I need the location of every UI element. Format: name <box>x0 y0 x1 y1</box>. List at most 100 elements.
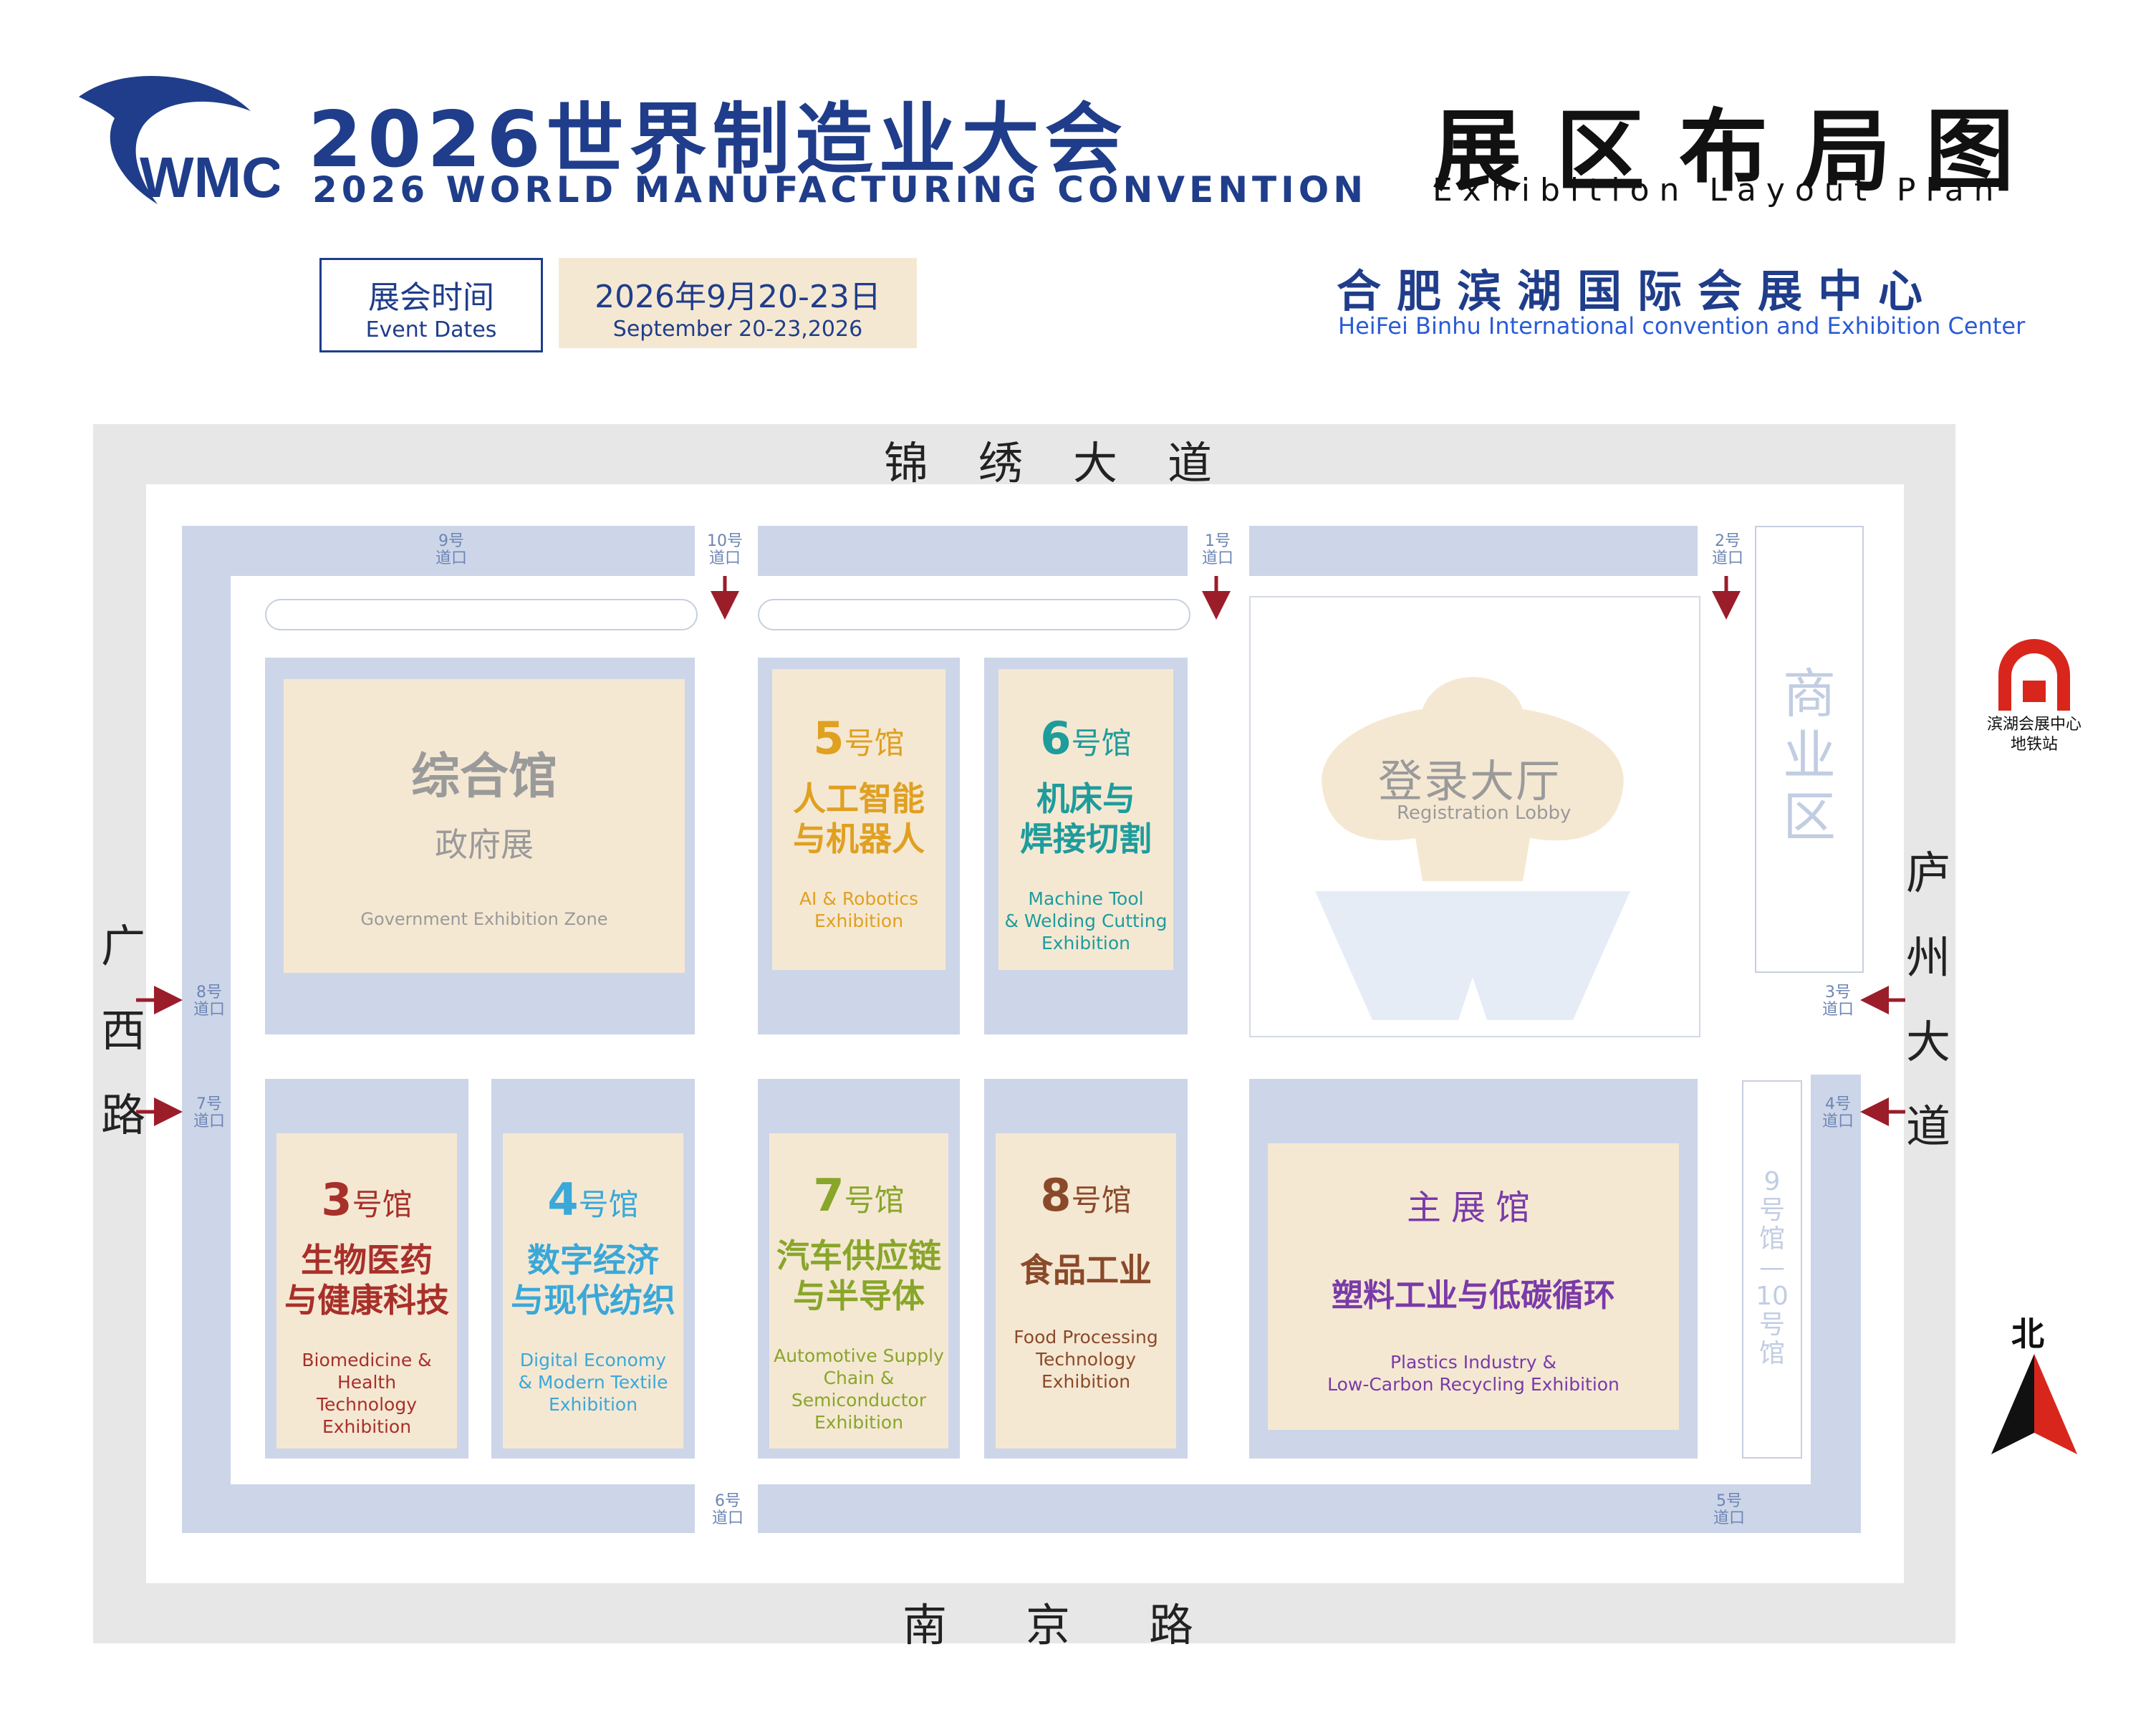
general-hall-en: Government Exhibition Zone <box>360 909 608 929</box>
main-hall: 主展馆 塑料工业与低碳循环 Plastics Industry &Low-Car… <box>1268 1143 1679 1430</box>
hall5-en-line: AI & Robotics <box>799 888 919 909</box>
hall5-en-line: Exhibition <box>814 911 904 931</box>
hall5-cn-line: 人工智能 <box>793 779 925 818</box>
hall3-cn-line: 与健康科技 <box>284 1281 449 1320</box>
event-dates-value: 2026年9月20-23日 September 20-23,2026 <box>559 258 917 348</box>
hall4-en-line: & Modern Textile <box>518 1372 668 1393</box>
hall4-en-line: Digital Economy <box>519 1350 667 1370</box>
metro-icon <box>1991 639 2077 711</box>
gate-1-num: 1号 <box>1205 532 1231 550</box>
hall9-10-label: 9 号 馆 — 10 号 馆 <box>1743 1168 1801 1368</box>
gate-10: 10号道口 <box>703 533 746 567</box>
gate-10-text: 道口 <box>708 549 741 567</box>
hall9-10-char: 号 <box>1758 1310 1785 1340</box>
gate-5-text: 道口 <box>1713 1509 1745 1527</box>
wmc-logo: WMC <box>72 68 283 209</box>
commercial-char: 商 <box>1783 663 1836 725</box>
road-east-char: 州 <box>1905 931 1950 984</box>
hall5-cn: 人工智能与机器人 <box>793 779 925 859</box>
hall9-10-char: 馆 <box>1758 1339 1785 1368</box>
dates-value-en: September 20-23,2026 <box>612 317 863 342</box>
gate-2-text: 道口 <box>1711 549 1743 567</box>
gate-3-text: 道口 <box>1821 1001 1854 1019</box>
gate-2: 2号道口 <box>1706 533 1749 567</box>
dates-label-en: Event Dates <box>365 317 497 342</box>
corridor-north-east <box>1249 526 1698 576</box>
hall7-en-line: Exhibition <box>814 1412 904 1433</box>
hall3-en-line: Technology Exhibition <box>316 1394 418 1437</box>
hall3-num: 3 <box>321 1173 352 1226</box>
hall5-suffix: 号馆 <box>844 726 905 761</box>
hall5-number: 5号馆 <box>813 712 904 764</box>
hall4-cn-line: 与现代纺织 <box>511 1281 675 1320</box>
hall7-cn-line: 与半导体 <box>793 1277 925 1315</box>
gate-7-num: 7号 <box>196 1095 222 1113</box>
logo-text: WMC <box>140 145 279 208</box>
lobby-fan <box>1251 877 1695 1020</box>
hall7-cn: 汽车供应链与半导体 <box>776 1236 941 1316</box>
gate-8-num: 8号 <box>196 984 222 1001</box>
general-hall-sub: 政府展 <box>435 825 534 864</box>
gate-7: 7号道口 <box>188 1096 231 1130</box>
gate-5-num: 5号 <box>1716 1492 1742 1510</box>
metro-label: 滨湖会展中心 地铁站 <box>1970 715 2099 755</box>
hall8-cn: 食品工业 <box>1020 1250 1152 1290</box>
road-east-char: 道 <box>1905 1100 1950 1153</box>
hall7-suffix: 号馆 <box>844 1183 905 1218</box>
gate-8: 8号道口 <box>188 984 231 1019</box>
road-north: 锦绣大道 <box>884 437 1263 489</box>
hall5-num: 5 <box>813 712 844 764</box>
hall8-en-line: Technology Exhibition <box>1035 1349 1137 1392</box>
gate-3: 3号道口 <box>1816 984 1859 1019</box>
road-east: 庐 州 大 道 <box>1900 831 1957 1169</box>
road-east-char: 大 <box>1905 1016 1950 1068</box>
gate-9: 9号道口 <box>430 533 473 567</box>
hall7-en-line: Automotive Supply <box>774 1345 944 1366</box>
canopy-strip-mid <box>758 599 1190 630</box>
event-dates-label: 展会时间 Event Dates <box>319 258 543 352</box>
corridor-south-east <box>758 1484 1861 1533</box>
gate-1: 1号道口 <box>1196 533 1239 567</box>
hall3-number: 3号馆 <box>321 1173 412 1226</box>
north-arrow-icon <box>1984 1354 2084 1461</box>
hall7-num: 7 <box>813 1169 844 1221</box>
hall8-suffix: 号馆 <box>1071 1183 1132 1218</box>
hall6-cn-line: 机床与 <box>1036 779 1135 818</box>
gate-9-text: 道口 <box>435 549 467 567</box>
dates-value-cn: 2026年9月20-23日 <box>595 279 881 315</box>
hall8-cn-line: 食品工业 <box>1020 1251 1152 1289</box>
road-east-char: 庐 <box>1905 847 1950 899</box>
hall9-10-char: 10 <box>1756 1282 1789 1311</box>
hall4-cn: 数字经济与现代纺织 <box>511 1240 675 1320</box>
corridor-north-mid <box>758 526 1188 576</box>
hall-6: 6号馆 机床与焊接切割 Machine Tool& Welding Cuttin… <box>998 669 1173 970</box>
hall6-num: 6 <box>1040 712 1072 764</box>
gate-6: 6号道口 <box>706 1493 749 1527</box>
hall7-en-line: Chain & Semiconductor <box>791 1368 927 1411</box>
corridor-south-west <box>182 1484 695 1533</box>
hall6-cn-line: 焊接切割 <box>1020 820 1152 858</box>
hall7-cn-line: 汽车供应链 <box>776 1236 941 1275</box>
gate-9-num: 9号 <box>438 532 464 550</box>
road-south: 南京路 <box>903 1599 1273 1651</box>
gate-4-text: 道口 <box>1821 1113 1854 1130</box>
gate-10-num: 10号 <box>707 532 743 550</box>
corridor-north-west <box>182 526 695 576</box>
general-hall-title: 综合馆 <box>410 749 557 805</box>
commercial-zone: 商 业 区 <box>1755 526 1864 973</box>
hall7-number: 7号馆 <box>813 1169 904 1221</box>
hall6-cn: 机床与焊接切割 <box>1020 779 1152 859</box>
main-hall-cn: 塑料工业与低碳循环 <box>1332 1277 1615 1314</box>
main-hall-en: Plastics Industry &Low-Carbon Recycling … <box>1327 1351 1620 1396</box>
main-hall-en-line: Plastics Industry & <box>1390 1352 1557 1373</box>
hall4-en-line: Exhibition <box>548 1394 638 1415</box>
commercial-char: 业 <box>1783 725 1836 787</box>
hall6-en-line: Exhibition <box>1041 933 1131 954</box>
